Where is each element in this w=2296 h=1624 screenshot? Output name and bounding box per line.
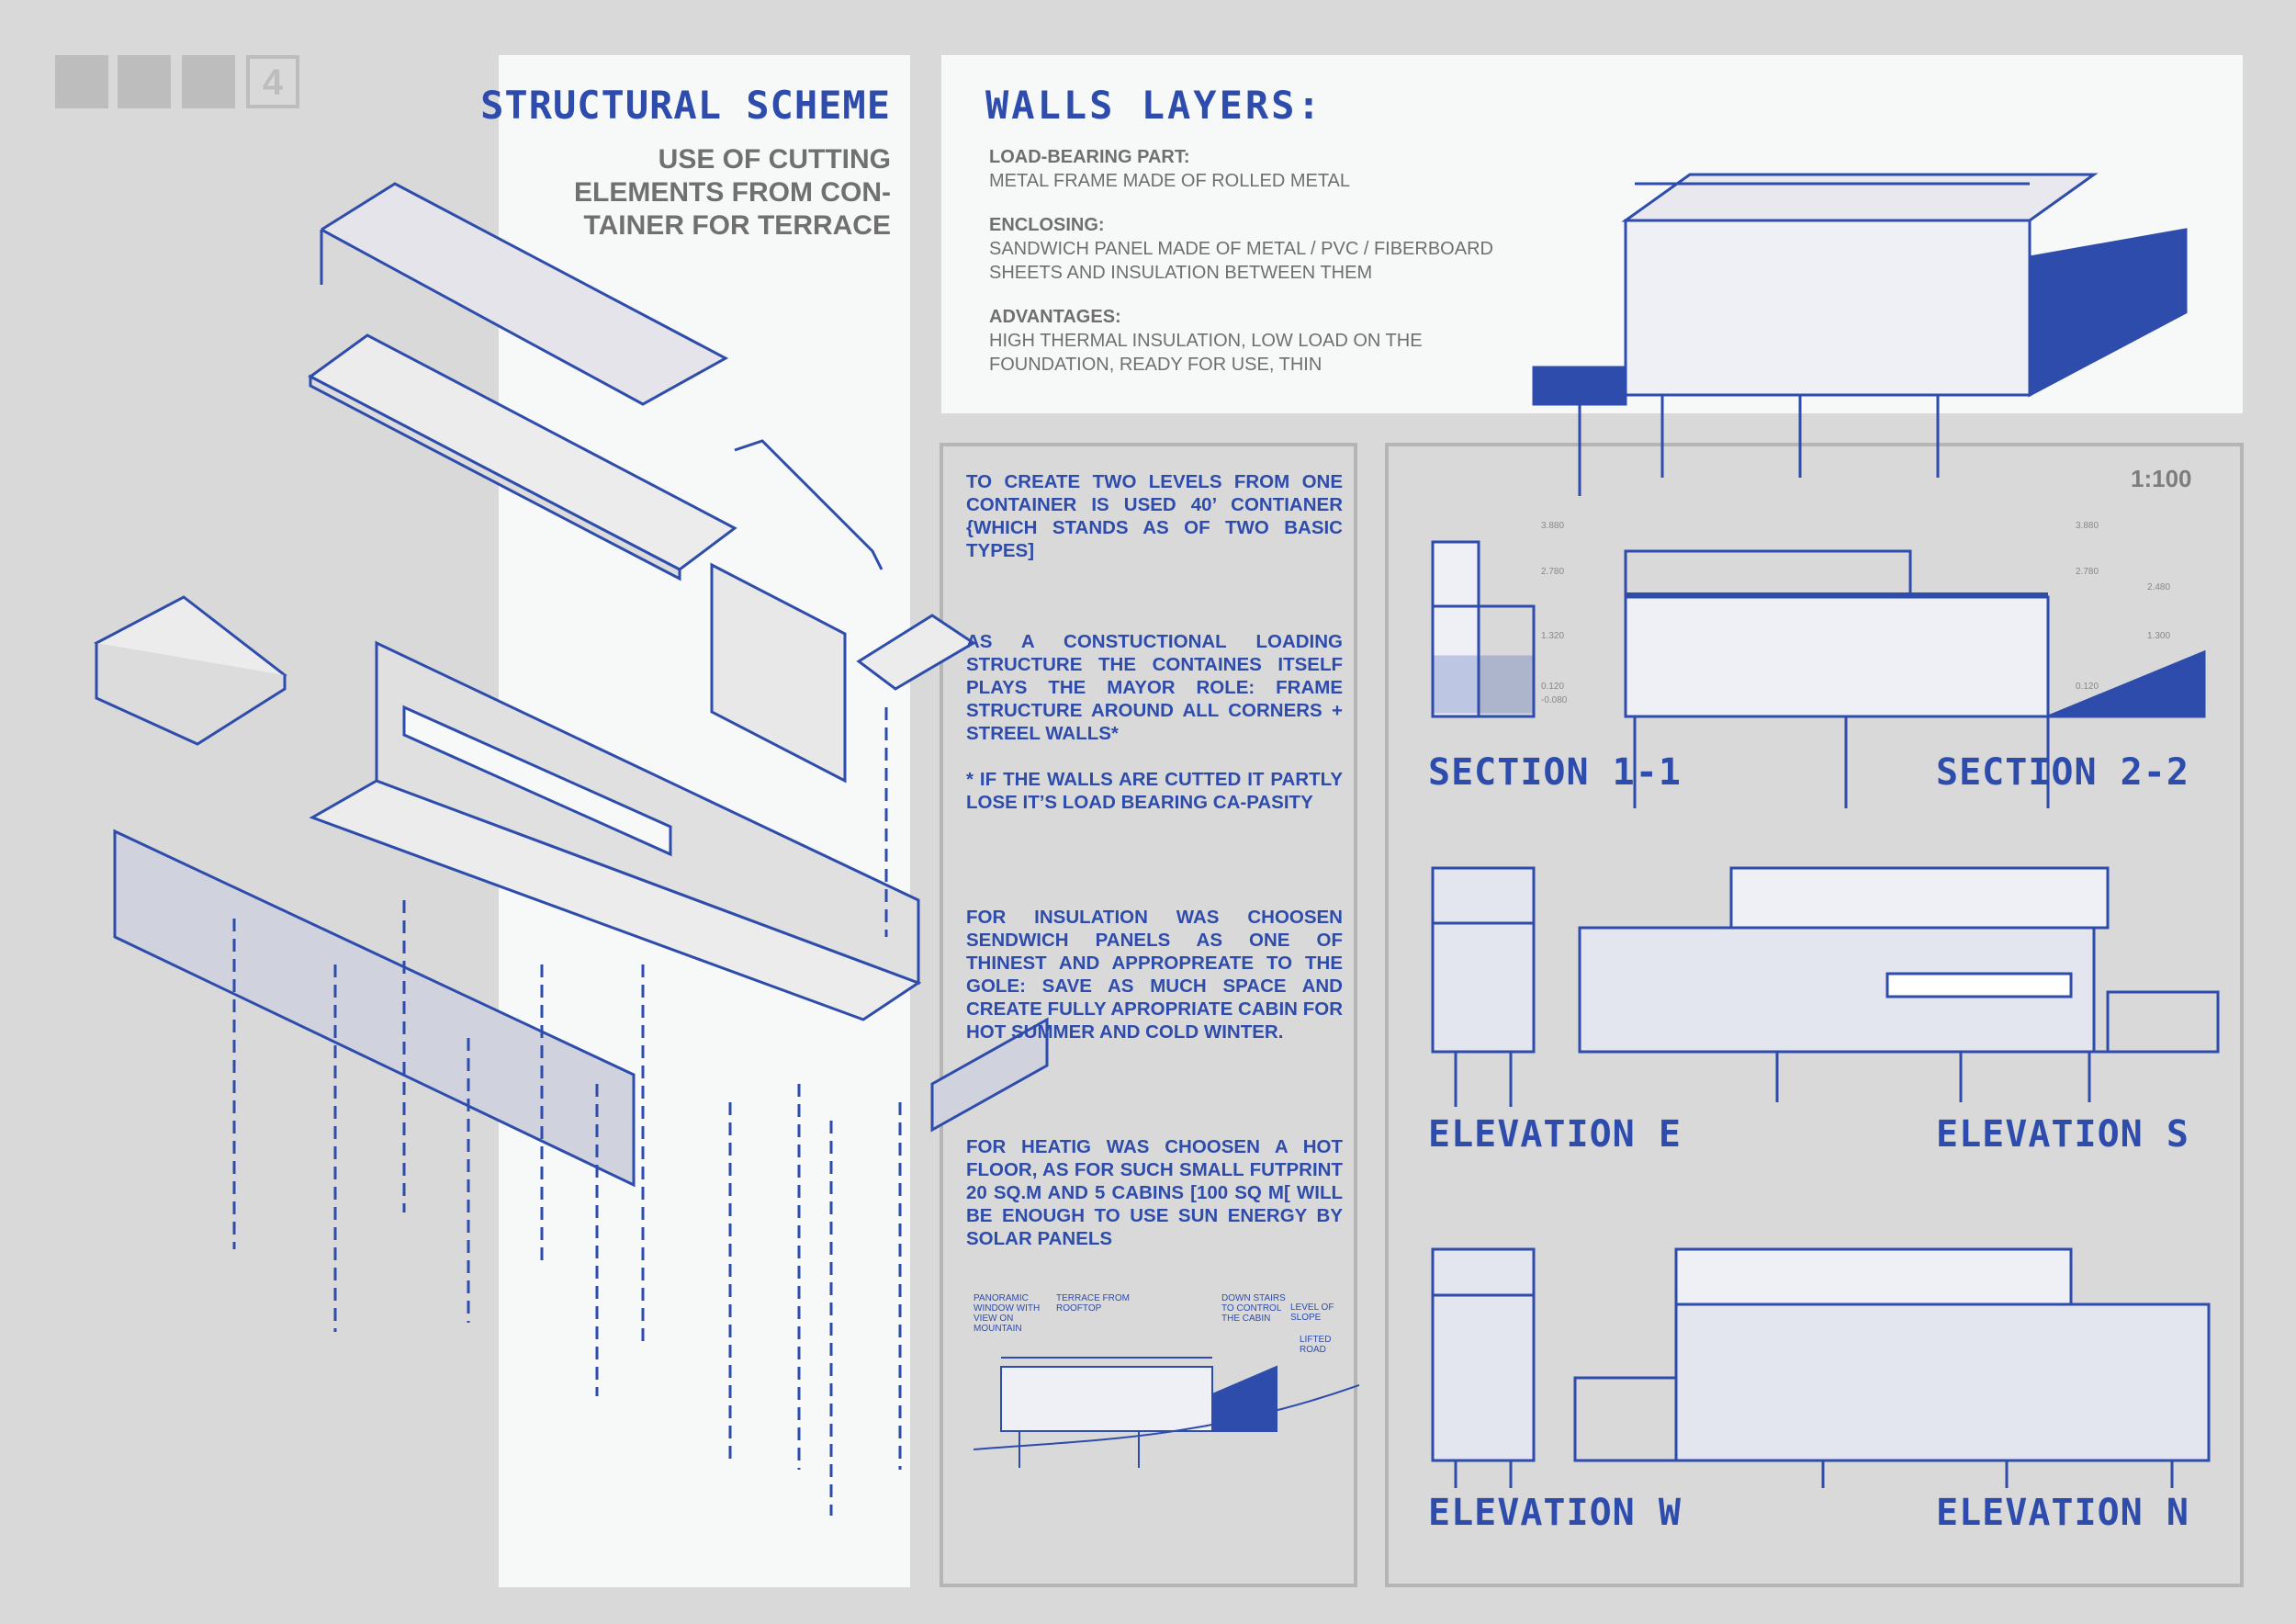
level-mark: 1.320: [1541, 631, 1564, 641]
sketch-drawing: [973, 1357, 1360, 1468]
description-paragraph-3: * IF THE WALLS ARE CUTTED IT PARTLY LOSE…: [966, 769, 1343, 813]
layer-heading: ENCLOSING:: [989, 215, 1105, 235]
subtitle-line: ELEMENTS FROM CON-: [574, 177, 891, 208]
elevations-w-n-drawing: [1431, 1247, 2211, 1488]
description-paragraph-1: TO CREATE TWO LEVELS FROM ONE CONTAINER …: [966, 471, 1343, 561]
structural-scheme-title: STRUCTURAL SCHEME: [480, 83, 891, 128]
level-mark: -0.080: [1541, 695, 1568, 705]
page-tab-3[interactable]: [182, 55, 235, 108]
exploded-axonometric-drawing: [94, 182, 1049, 1516]
drawing-scale: 1:100: [2131, 465, 2192, 492]
elevations-e-s-drawing: [1431, 866, 2220, 1107]
layer-enclosing: ENCLOSING: SANDWICH PANEL MADE OF METAL …: [989, 213, 1595, 285]
page-number[interactable]: 4: [246, 55, 299, 108]
container-section-perspective: [1532, 173, 2188, 496]
sketch-note: TERRACE FROM ROOFTOP: [1056, 1293, 1130, 1314]
concept-sketch: PANORAMIC WINDOW WITH VIEW ON MOUNTAIN T…: [973, 1293, 1360, 1477]
sketch-note: DOWN STAIRS TO CONTROL THE CABIN: [1221, 1293, 1286, 1324]
sketch-note: LIFTED ROAD: [1300, 1335, 1332, 1355]
layer-line: HIGH THERMAL INSULATION, LOW LOAD ON THE: [989, 331, 1423, 351]
layer-heading: LOAD-BEARING PART:: [989, 147, 1190, 167]
layer-advantages: ADVANTAGES: HIGH THERMAL INSULATION, LOW…: [989, 305, 1595, 377]
layer-line: FOUNDATION, READY FOR USE, THIN: [989, 355, 1322, 375]
layer-line: SHEETS AND INSULATION BETWEEN THEM: [989, 263, 1373, 283]
level-mark: 1.300: [2147, 631, 2170, 641]
description-paragraph-2: AS A CONSTUCTIONAL LOADING STRUCTURE THE…: [966, 631, 1343, 744]
level-mark: 0.120: [2076, 682, 2099, 692]
walls-layers-title: WALLS LAYERS:: [985, 83, 1323, 128]
label-elevation-e: ELEVATION E: [1428, 1113, 1682, 1156]
description-frame: [940, 443, 1357, 1587]
level-mark: 0.120: [1541, 682, 1564, 692]
layer-line: METAL FRAME MADE OF ROLLED METAL: [989, 171, 1351, 191]
level-mark: 2.780: [2076, 567, 2099, 577]
roof-railing: [320, 182, 729, 406]
sketch-note: LEVEL OF SLOPE: [1290, 1303, 1334, 1323]
subtitle-line: USE OF CUTTING: [658, 144, 891, 175]
label-elevation-s: ELEVATION S: [1936, 1113, 2189, 1156]
level-mark: 3.880: [1541, 521, 1564, 531]
page-tab-2[interactable]: [118, 55, 171, 108]
label-section-1: SECTION 1-1: [1428, 751, 1682, 794]
subtitle-line: TAINER FOR TERRACE: [583, 210, 891, 241]
level-mark: 2.480: [2147, 582, 2170, 592]
label-elevation-n: ELEVATION N: [1936, 1492, 2189, 1534]
layer-load-bearing: LOAD-BEARING PART: METAL FRAME MADE OF R…: [989, 145, 1595, 193]
layer-heading: ADVANTAGES:: [989, 307, 1121, 327]
walls-layers-list: LOAD-BEARING PART: METAL FRAME MADE OF R…: [989, 145, 1595, 397]
sketch-note: PANORAMIC WINDOW WITH VIEW ON MOUNTAIN: [974, 1293, 1041, 1334]
label-section-2: SECTION 2-2: [1936, 751, 2189, 794]
structural-scheme-subtitle: USE OF CUTTING ELEMENTS FROM CON- TAINER…: [514, 143, 891, 242]
level-mark: 2.780: [1541, 567, 1564, 577]
label-elevation-w: ELEVATION W: [1428, 1492, 1682, 1534]
level-mark: 3.880: [2076, 521, 2099, 531]
layer-line: SANDWICH PANEL MADE OF METAL / PVC / FIB…: [989, 239, 1493, 259]
description-paragraph-4: FOR INSULATION WAS CHOOSEN SENDWICH PANE…: [966, 907, 1343, 1043]
drawings-frame: [1385, 443, 2244, 1587]
page-tab-1[interactable]: [55, 55, 108, 108]
description-paragraph-5: FOR HEATIG WAS CHOOSEN A HOT FLOOR, AS F…: [966, 1136, 1343, 1249]
sections-drawing: 3.880 2.780 1.320 0.120 -0.080 3.880 2.7…: [1431, 521, 2206, 808]
